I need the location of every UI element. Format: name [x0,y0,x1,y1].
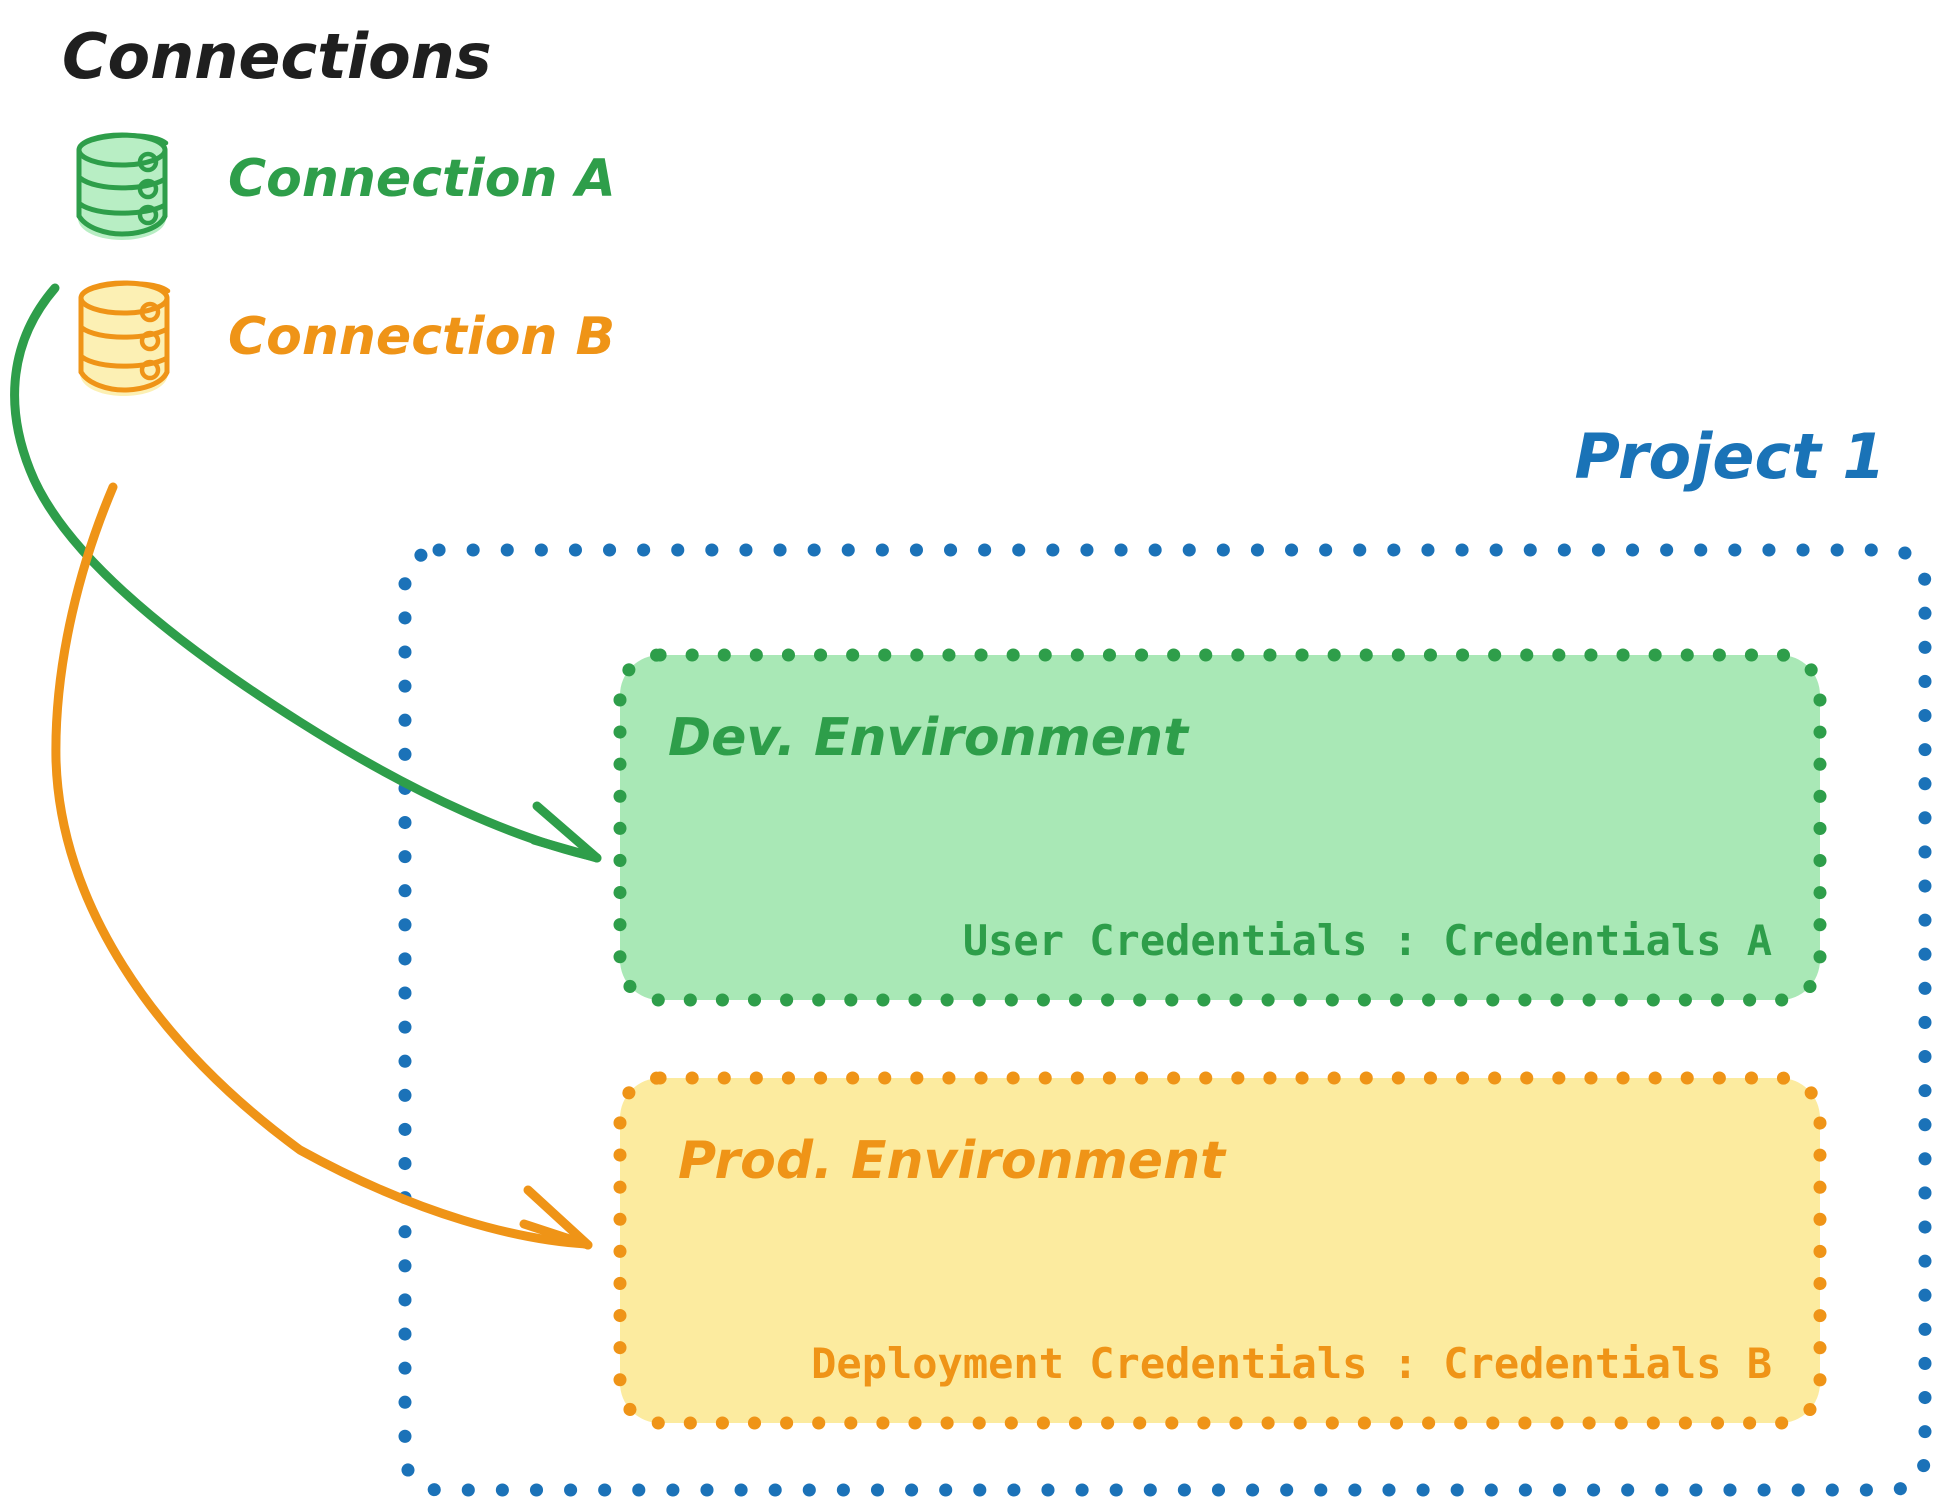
arrow-connection-a-to-dev [10,283,602,863]
prod-environment-title: Prod. Environment [678,1131,1227,1191]
connection-b-row[interactable]: Connection B [78,280,615,396]
dev-environment-credentials: User Credentials : Credentials A [963,916,1772,965]
prod-environment-credentials: Deployment Credentials : Credentials B [811,1339,1772,1388]
connection-a-label: Connection A [228,149,616,209]
database-cylinder-icon-green [76,132,169,240]
database-cylinder-icon-orange [78,280,171,396]
prod-environment-fill [620,1078,1820,1423]
dev-environment-title: Dev. Environment [668,708,1190,768]
dev-environment-fill [620,655,1820,1000]
prod-environment-dotted-border [613,1071,1827,1430]
page-title: Connections [62,20,492,93]
connection-b-label: Connection B [228,307,615,367]
prod-environment-box[interactable] [613,1071,1827,1430]
connection-a-row[interactable]: Connection A [76,132,616,240]
project-label: Project 1 [1574,420,1885,493]
dev-environment-dotted-border [613,648,1827,1007]
dev-environment-box[interactable] [613,648,1827,1007]
project-container[interactable] [398,543,1932,1497]
project-dotted-border [398,543,1932,1497]
arrow-connection-b-to-prod [51,482,593,1250]
